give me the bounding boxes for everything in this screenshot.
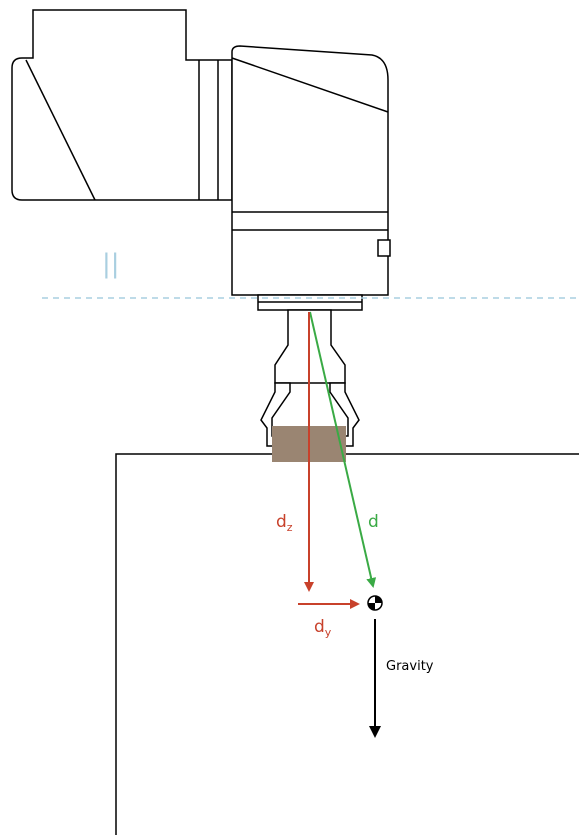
label-gravity: Gravity bbox=[386, 659, 434, 674]
robot-upper-link bbox=[11, 9, 233, 201]
robot-link-diagonal bbox=[25, 59, 96, 201]
robot-connector bbox=[377, 239, 391, 257]
robot-arm bbox=[11, 9, 391, 311]
robot-wrist-housing bbox=[231, 45, 389, 296]
table-surface bbox=[115, 453, 579, 835]
parallel-mark: || bbox=[102, 249, 120, 279]
label-dy: dy bbox=[314, 617, 332, 639]
label-dz: dz bbox=[276, 512, 293, 534]
robot-wrist-diagonal bbox=[231, 57, 389, 113]
center-of-mass-icon bbox=[367, 595, 383, 611]
label-d: d bbox=[368, 512, 379, 532]
vector-d-arrow bbox=[309, 311, 377, 588]
